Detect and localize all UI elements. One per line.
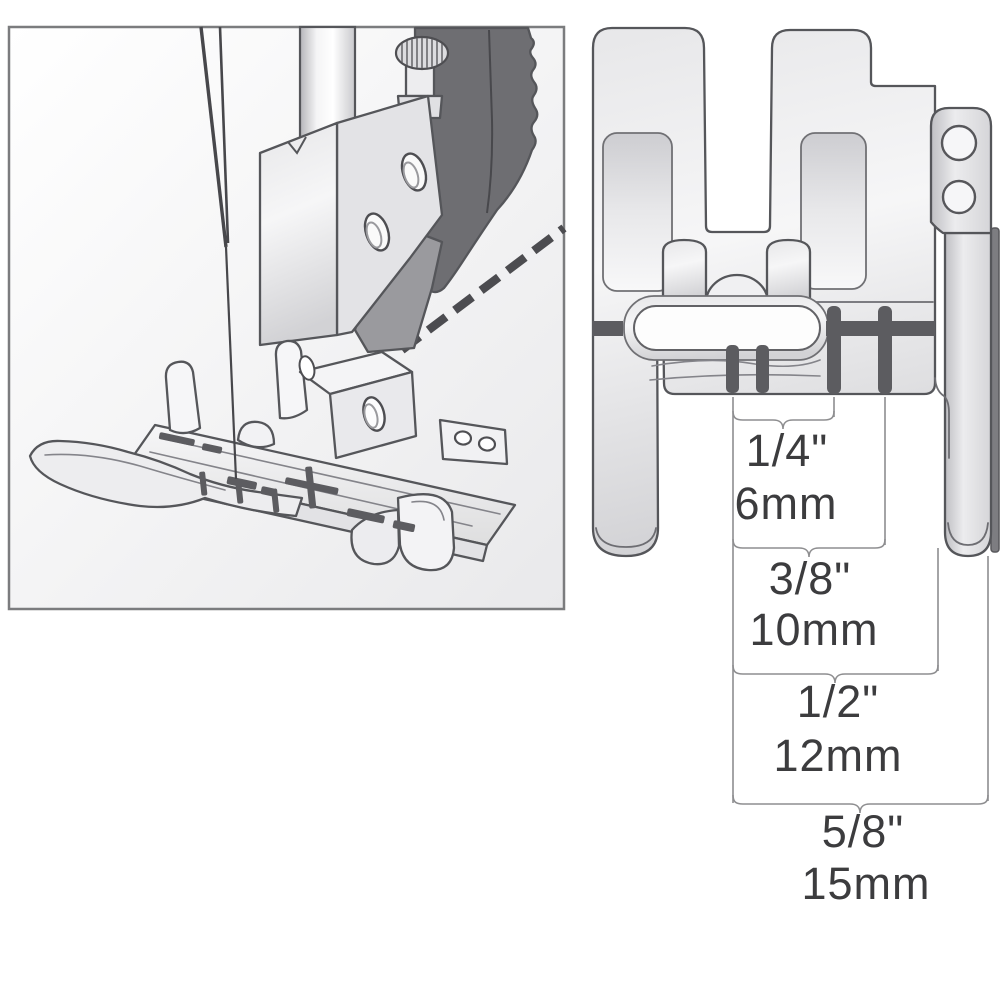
bridge-post-right	[765, 238, 812, 304]
left-leg-bottom-cap	[595, 527, 657, 548]
guide-tick-needle-right	[756, 345, 769, 393]
bracket-five-eighths-inch	[732, 794, 989, 814]
guide-tick-3-8	[878, 306, 892, 394]
foot-attachment-block	[298, 350, 418, 460]
foot-rear-bracket	[438, 418, 509, 466]
presser-foot-perspective	[28, 339, 517, 572]
label-15mm: 15mm	[801, 858, 930, 909]
shank	[353, 26, 539, 354]
needle-tip	[224, 246, 238, 480]
side-arm-lower	[943, 231, 993, 558]
needle	[199, 26, 238, 480]
rear-hole-left	[453, 430, 473, 446]
right-leg-panel	[800, 132, 867, 290]
bracket-quarter-inch	[732, 410, 835, 430]
arm-screw-hole-lower	[941, 179, 977, 215]
foot-toe	[28, 439, 304, 518]
guide-band-left	[592, 321, 623, 336]
bridge-post-left	[661, 238, 708, 304]
side-arm-upper	[929, 106, 993, 235]
needle-slot	[633, 305, 821, 351]
label-6mm: 6mm	[735, 478, 838, 529]
side-arm-bottom-cap	[947, 522, 989, 546]
front-view-panel: 1/4" 6mm 3/8" 10mm 1/2" 12mm 5/8" 15mm	[591, 26, 1000, 909]
shank-body	[413, 26, 539, 294]
label-five-eighths-inch: 5/8"	[822, 806, 905, 857]
guide-tick-needle-left	[726, 345, 739, 393]
dimension-annotation: 1/4" 6mm 3/8" 10mm 1/2" 12mm 5/8" 15mm	[732, 397, 989, 909]
bracket-three-eighths-inch	[732, 538, 886, 558]
bracket-half-inch	[732, 664, 939, 684]
toe-contour	[44, 453, 226, 491]
sole-corner-curl	[934, 377, 950, 459]
seam-guide-marks	[592, 306, 935, 394]
foot-holder	[258, 94, 444, 347]
label-quarter-inch: 1/4"	[746, 425, 829, 476]
guide-tick-1-4	[827, 306, 841, 394]
sole-recess-curve	[651, 359, 821, 368]
foot-fin-left	[164, 360, 202, 435]
label-12mm: 12mm	[773, 730, 902, 781]
sole-guide-marks	[158, 432, 416, 533]
rear-hole-right	[477, 436, 497, 452]
seam-dashed-line	[399, 224, 567, 354]
shank-edge-line	[486, 29, 494, 214]
label-three-eighths-inch: 3/8"	[769, 553, 852, 604]
holder-top-notch	[287, 136, 307, 155]
block-pin	[298, 355, 316, 381]
perspective-view-panel	[7, 25, 567, 611]
heel-curl-right	[396, 493, 456, 572]
side-blade-strip	[990, 227, 1000, 553]
dimension-labels: 1/4" 6mm 3/8" 10mm 1/2" 12mm 5/8" 15mm	[735, 425, 930, 909]
foot-bridge-hump	[236, 420, 276, 449]
arm-screw-hole-upper	[940, 124, 978, 162]
left-leg-panel	[602, 132, 673, 292]
foot-holder-front-face	[258, 121, 339, 347]
label-10mm: 10mm	[749, 604, 878, 655]
label-half-inch: 1/2"	[797, 676, 880, 727]
